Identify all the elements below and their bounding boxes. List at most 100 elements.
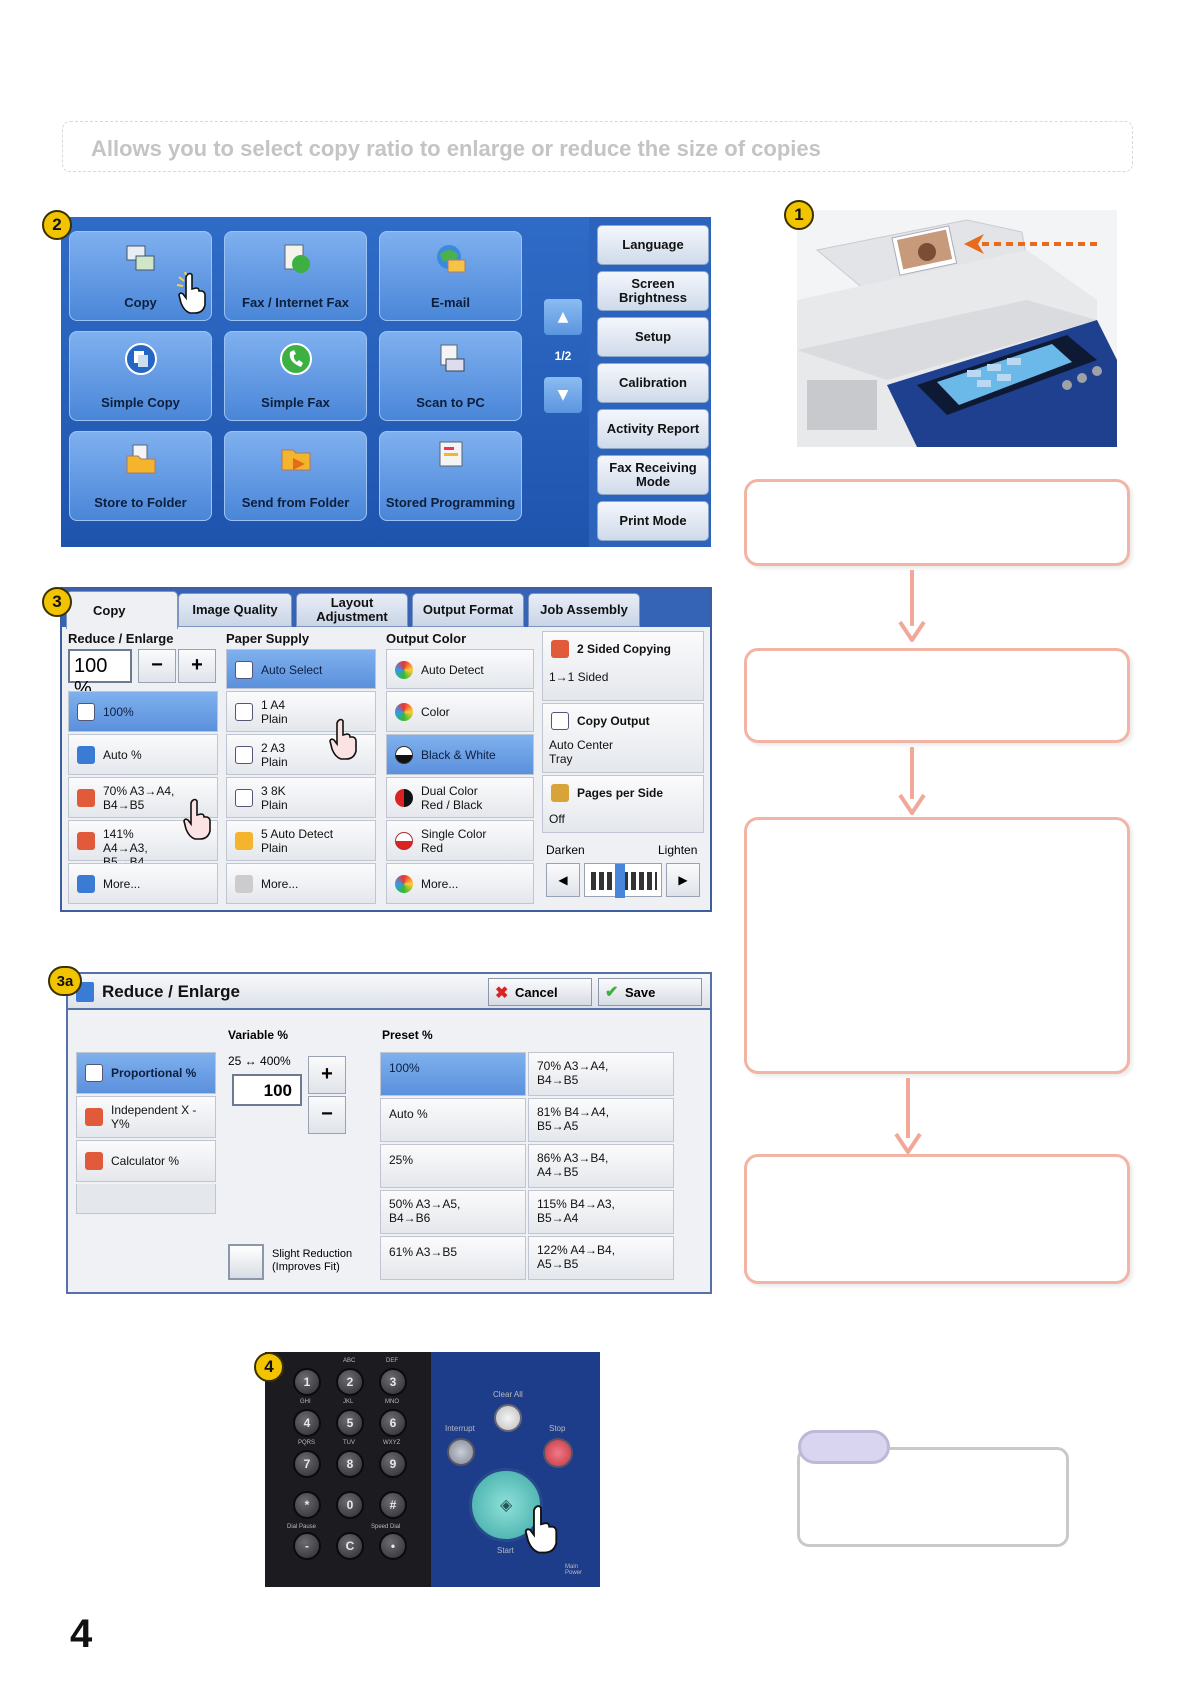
slight-reduction-checkbox[interactable]	[228, 1244, 264, 1280]
page-down-button[interactable]: ▼	[544, 377, 582, 413]
darken-button[interactable]: ◀	[546, 863, 580, 897]
stored-programming-tile[interactable]: Stored Programming	[379, 431, 522, 521]
lighten-button[interactable]: ▶	[666, 863, 700, 897]
email-tile[interactable]: E-mail	[379, 231, 522, 321]
variable-minus-button[interactable]: −	[308, 1096, 346, 1134]
ratio-value-field[interactable]: 100 %	[68, 649, 132, 700]
screen-brightness-button[interactable]: Screen Brightness	[597, 271, 709, 311]
color-single-color[interactable]: Single Color Red	[386, 820, 534, 861]
print-mode-button[interactable]: Print Mode	[597, 501, 709, 541]
density-slider[interactable]	[584, 863, 662, 898]
reduce-more-button[interactable]: More...	[68, 863, 218, 904]
density-handle[interactable]	[615, 864, 625, 898]
color-more-button[interactable]: More...	[386, 863, 534, 904]
preset-left-1[interactable]: 100%	[380, 1052, 526, 1096]
key-3[interactable]: 3	[379, 1368, 407, 1396]
paper-tray-3[interactable]: 3 8K Plain	[226, 777, 376, 818]
variable-plus-button[interactable]: +	[308, 1056, 346, 1094]
key-letters: WXYZ	[383, 1440, 401, 1446]
preset-left-5[interactable]: 61% A3→B5	[380, 1236, 526, 1280]
language-button[interactable]: Language	[597, 225, 709, 265]
tab-copy[interactable]: Copy	[66, 591, 178, 629]
key-2[interactable]: 2	[336, 1368, 364, 1396]
send-from-folder-tile[interactable]: Send from Folder	[224, 431, 367, 521]
cancel-button[interactable]: ✖Cancel	[488, 978, 592, 1006]
color-color[interactable]: Color	[386, 691, 534, 732]
speed-dial-key[interactable]: •	[379, 1532, 407, 1560]
preset-right-1[interactable]: 70% A3→A4, B4→B5	[528, 1052, 674, 1096]
mode-label: Proportional %	[111, 1066, 197, 1080]
control-panel-photo: 1 2 3 4 5 6 7 8 9 * 0 # - C • ABC DEF GH…	[265, 1352, 600, 1587]
flow-arrowhead-2-icon	[898, 793, 926, 815]
preset-right-2[interactable]: 81% B4→A4, B5→A5	[528, 1098, 674, 1142]
key-8[interactable]: 8	[336, 1450, 364, 1478]
activity-report-button[interactable]: Activity Report	[597, 409, 709, 449]
paper-tray-5[interactable]: 5 Auto Detect Plain	[226, 820, 376, 861]
preset-left-4[interactable]: 50% A3→A5, B4→B6	[380, 1190, 526, 1234]
preset-label: 100%	[389, 1061, 420, 1075]
preset-right-4[interactable]: 115% B4→A3, B5→A4	[528, 1190, 674, 1234]
reduce-option-100[interactable]: 100%	[68, 691, 218, 732]
hand-pointer-icon	[183, 798, 211, 840]
preset-left-3[interactable]: 25%	[380, 1144, 526, 1188]
key-4[interactable]: 4	[293, 1409, 321, 1437]
preset-right-5[interactable]: 122% A4→B4, A5→B5	[528, 1236, 674, 1280]
tab-output-format[interactable]: Output Format	[412, 593, 524, 627]
color-black-white[interactable]: Black & White	[386, 734, 534, 775]
setup-button[interactable]: Setup	[597, 317, 709, 357]
tile-label: Simple Fax	[261, 395, 330, 410]
fax-internet-fax-tile[interactable]: Fax / Internet Fax	[224, 231, 367, 321]
key-hash[interactable]: #	[379, 1491, 407, 1519]
mode-proportional[interactable]: Proportional %	[76, 1052, 216, 1094]
key-5[interactable]: 5	[336, 1409, 364, 1437]
preset-label: 81% B4→A4, B5→A5	[537, 1105, 610, 1133]
key-9[interactable]: 9	[379, 1450, 407, 1478]
stop-button[interactable]	[543, 1438, 573, 1468]
tile-label: Scan to PC	[416, 395, 485, 410]
reduce-option-auto[interactable]: Auto %	[68, 734, 218, 775]
key-1[interactable]: 1	[293, 1368, 321, 1396]
paper-more-button[interactable]: More...	[226, 863, 376, 904]
color-auto-detect[interactable]: Auto Detect	[386, 649, 534, 689]
page-up-button[interactable]: ▲	[544, 299, 582, 335]
paper-auto-select[interactable]: Auto Select	[226, 649, 376, 689]
mode-calculator[interactable]: Calculator %	[76, 1140, 216, 1182]
key-6[interactable]: 6	[379, 1409, 407, 1437]
key-7[interactable]: 7	[293, 1450, 321, 1478]
save-button[interactable]: ✔Save	[598, 978, 702, 1006]
preset-right-3[interactable]: 86% A3→B4, A4→B5	[528, 1144, 674, 1188]
simple-fax-icon	[280, 343, 312, 375]
option-label: Auto Select	[261, 663, 323, 677]
clear-all-button[interactable]	[494, 1404, 522, 1432]
scan-to-pc-tile[interactable]: Scan to PC	[379, 331, 522, 421]
key-star[interactable]: *	[293, 1491, 321, 1519]
tab-image-quality[interactable]: Image Quality	[178, 593, 292, 627]
option-label: More...	[103, 877, 141, 891]
paper-tray-1[interactable]: 1 A4 Plain	[226, 691, 376, 732]
fax-receiving-mode-button[interactable]: Fax Receiving Mode	[597, 455, 709, 495]
dial-pause-key[interactable]: -	[293, 1532, 321, 1560]
variable-value-field[interactable]: 100	[232, 1074, 302, 1106]
mode-independent[interactable]: Independent X - Y%	[76, 1096, 216, 1138]
preset-left-2[interactable]: Auto %	[380, 1098, 526, 1142]
tray-checkbox	[235, 703, 253, 721]
key-0[interactable]: 0	[336, 1491, 364, 1519]
calibration-button[interactable]: Calibration	[597, 363, 709, 403]
option-label: Single Color Red	[421, 827, 487, 855]
store-to-folder-tile[interactable]: Store to Folder	[69, 431, 212, 521]
simple-copy-tile[interactable]: Simple Copy	[69, 331, 212, 421]
ratio-minus-button[interactable]: −	[138, 649, 176, 683]
copy-output-icon	[551, 712, 569, 730]
tab-job-assembly[interactable]: Job Assembly	[528, 593, 640, 627]
color-dual-color[interactable]: Dual Color Red / Black	[386, 777, 534, 818]
ratio-plus-button[interactable]: +	[178, 649, 216, 683]
simple-fax-tile[interactable]: Simple Fax	[224, 331, 367, 421]
clear-key[interactable]: C	[336, 1532, 364, 1560]
tile-label: E-mail	[430, 295, 470, 310]
tab-layout-adjustment[interactable]: Layout Adjustment	[296, 593, 408, 627]
interrupt-button[interactable]	[447, 1438, 475, 1466]
dialog-title: Reduce / Enlarge	[102, 982, 240, 1001]
